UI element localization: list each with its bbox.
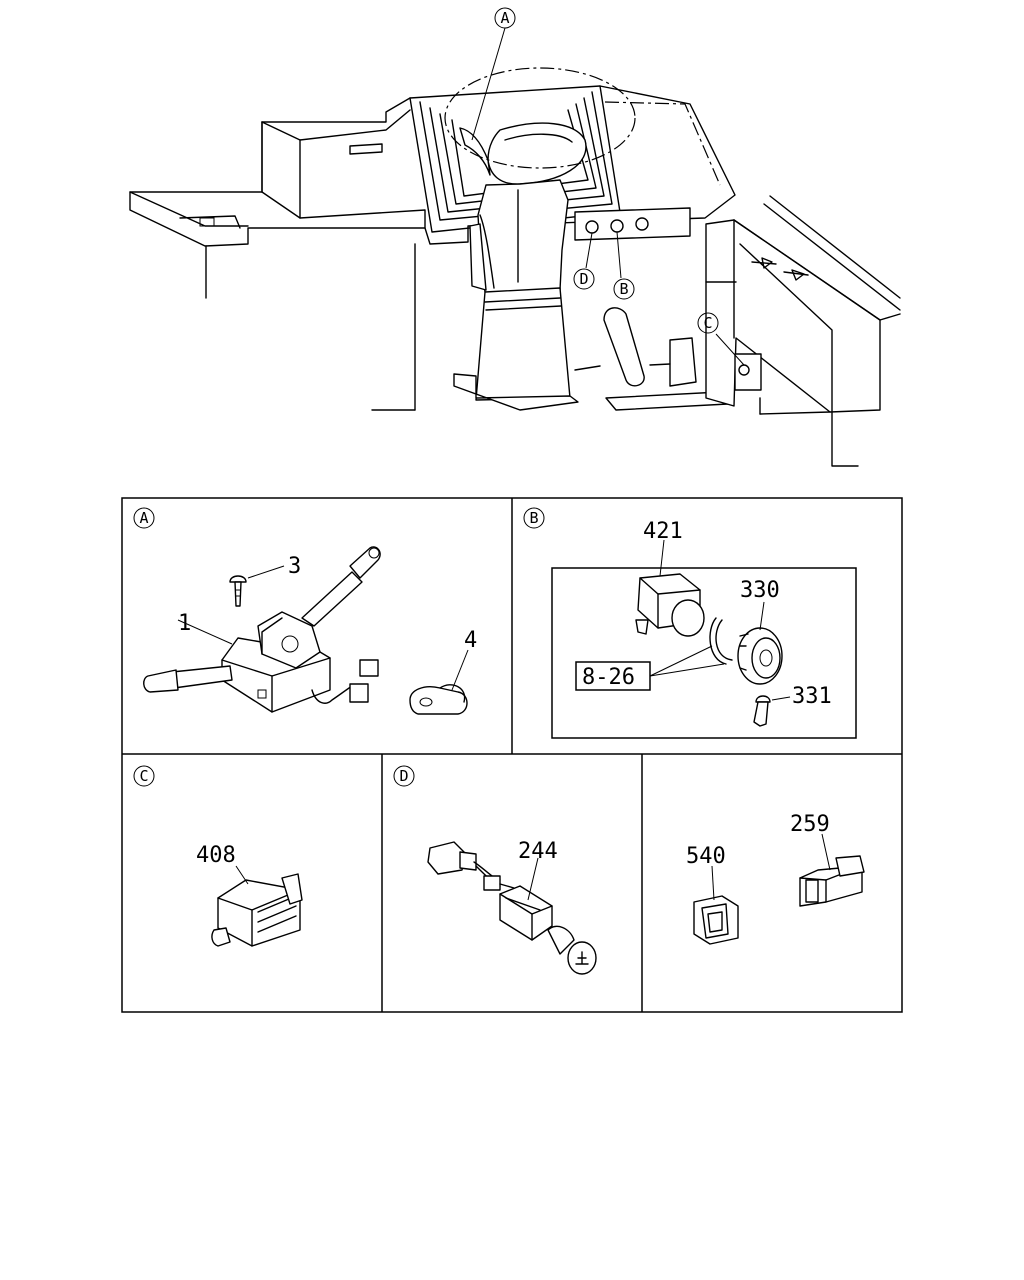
part-label-259: 259	[790, 812, 830, 837]
overview-callout-a: A	[494, 7, 516, 29]
part-label-8-26: 8-26	[582, 665, 635, 690]
part-label-408: 408	[196, 843, 236, 868]
panel-d-switch: D 244	[393, 765, 597, 975]
part-label-1: 1	[178, 611, 191, 636]
svg-text:B: B	[529, 509, 538, 527]
overview-callout-d: D	[573, 268, 595, 290]
detail-grid	[121, 497, 903, 1013]
part-label-330: 330	[740, 578, 780, 603]
overview-callout-b: B	[613, 278, 635, 300]
svg-text:A: A	[139, 509, 148, 527]
part-label-540: 540	[686, 844, 726, 869]
panel-c-switch: C 408	[133, 765, 303, 947]
part-label-3: 3	[288, 554, 301, 579]
overview-callout-c: C	[697, 312, 719, 334]
svg-text:A: A	[500, 9, 509, 27]
svg-text:C: C	[139, 767, 148, 785]
svg-text:D: D	[399, 767, 408, 785]
svg-text:C: C	[703, 314, 712, 332]
part-label-421: 421	[643, 519, 683, 544]
part-label-244: 244	[518, 839, 558, 864]
dashboard-overview	[129, 27, 901, 467]
part-label-4: 4	[464, 628, 477, 653]
panel-b-cigarette-lighter: B 421 330 8-26 331	[523, 507, 857, 739]
svg-text:B: B	[619, 280, 628, 298]
panel-e-plugs: 540 259	[686, 812, 865, 945]
panel-a-combination-switch: A 1 3 4	[133, 507, 477, 715]
part-label-331: 331	[792, 684, 832, 709]
svg-text:D: D	[579, 270, 588, 288]
